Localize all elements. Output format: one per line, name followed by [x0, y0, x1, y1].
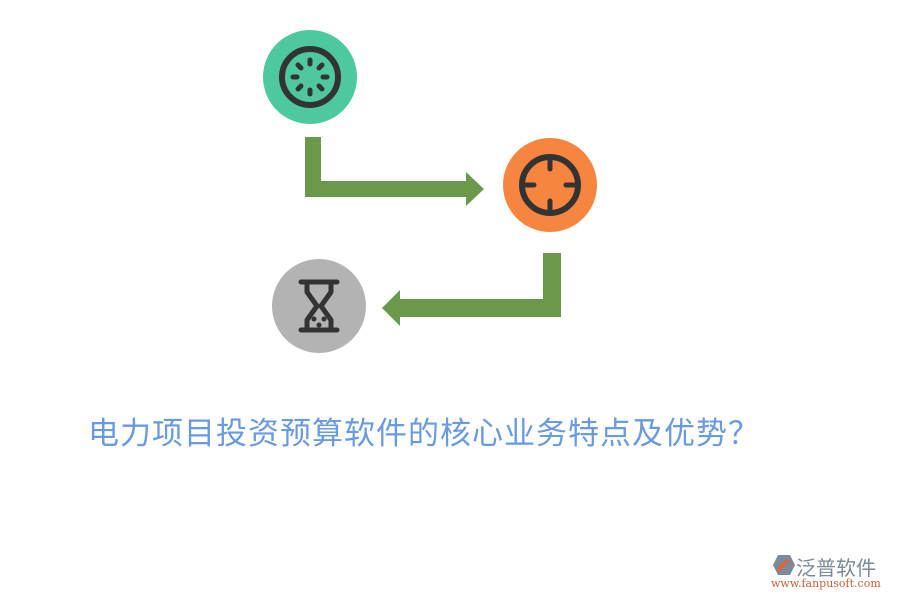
node-step3 — [272, 259, 366, 353]
logo-url: www.fanpusoft.com — [771, 577, 881, 590]
brand-logo: 泛普软件 www.fanpusoft.com — [770, 552, 895, 596]
diagram-title: 电力项目投资预算软件的核心业务特点及优势？ — [88, 416, 760, 452]
hourglass-icon — [298, 279, 340, 333]
logo-name: 泛普软件 — [796, 556, 876, 580]
fanpu-logo-icon — [773, 555, 795, 575]
crosshair-target-icon — [519, 154, 581, 216]
node-step2 — [503, 138, 597, 232]
loading-spinner-icon — [279, 46, 341, 108]
arrow-step2-to-step3 — [382, 253, 561, 326]
node-step1 — [263, 30, 357, 124]
arrow-step1-to-step2 — [305, 137, 484, 206]
